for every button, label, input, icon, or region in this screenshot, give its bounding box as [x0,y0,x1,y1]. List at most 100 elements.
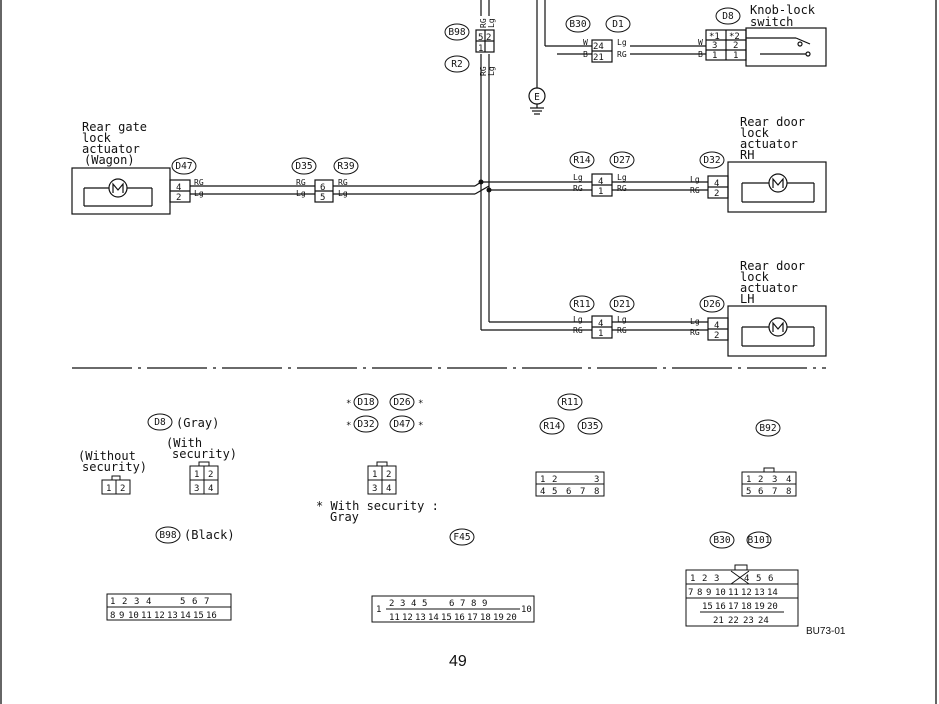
face-pin: 13 [415,613,426,623]
pin: 2 [714,331,719,341]
face-pin: 2 [758,475,763,485]
face-pin: 3 [194,484,199,494]
wire-b: B [583,50,588,59]
face-pin: 14 [180,611,191,621]
pin: 4 [598,319,603,329]
tag-d26: D26 [703,299,720,310]
tag-d27: D27 [613,155,630,166]
face-pin: 19 [754,602,765,612]
face-pin: 1 [372,470,377,480]
face-pin: 6 [768,574,773,584]
tag-d35-face: D35 [581,421,598,432]
face-pin: 1 [540,475,545,485]
face-pin: 6 [758,487,763,497]
wire-w: W [698,38,703,47]
pin: 4 [714,179,719,189]
face-pin: 5 [756,574,761,584]
f45-pin-1: 1 [376,605,381,615]
face-pin: 4 [386,484,391,494]
pin: 5 [478,33,483,43]
face-pin: 11 [728,588,739,598]
face-pin: 1 [106,484,111,494]
tag-r2: R2 [451,59,462,70]
tag-d1: D1 [612,19,624,30]
rear-door-rh-label-2: lock [740,126,770,140]
face-pin: 7 [772,487,777,497]
face-pin: 5 [180,597,185,607]
wire-rg: RG [573,184,583,193]
face-pin: 8 [471,599,476,609]
wire-lg: Lg [573,173,583,182]
face-pin: 24 [758,616,769,626]
tag-r11-face: R11 [561,397,578,408]
face-pin: 13 [754,588,765,598]
face-pin: 17 [467,613,478,623]
security-note-1: * With security : [316,499,439,513]
pin: 2 [733,41,738,51]
face-pin: 2 [389,599,394,609]
face-pin: 17 [728,602,739,612]
tag-r14-face: R14 [543,421,560,432]
pin: 1 [733,51,738,61]
wire-lg: Lg [617,173,627,182]
wire-rg: RG [338,178,348,187]
face-pin: 1 [746,475,751,485]
wire-w: W [583,38,588,47]
d8-color-label: (Gray) [176,416,219,430]
wire-lg: Lg [573,315,583,324]
face-pin: 19 [493,613,504,623]
wire-rg: RG [617,184,627,193]
tag-b98-face: B98 [159,530,176,541]
pin: 2 [176,193,181,203]
wire-lg: Lg [487,18,496,28]
face-pin: 2 [552,475,557,485]
face-pin: 15 [193,611,204,621]
asterisk-mark: * [346,399,351,409]
without-security-label-2: security) [82,460,147,474]
f45-pin-10: 10 [521,605,532,615]
face-pin: 6 [192,597,197,607]
tag-d35: D35 [295,161,312,172]
diagram-code: BU73-01 [806,626,846,637]
face-pin: 9 [482,599,487,609]
knob-lock-label-2: switch [750,15,793,29]
face-pin: 16 [206,611,217,621]
face-pin: 16 [454,613,465,623]
wire-rg: RG [617,326,627,335]
pin: *2 [729,32,740,42]
face-pin: 18 [741,602,752,612]
security-note-2: Gray [330,510,359,524]
face-pin: 20 [506,613,517,623]
face-pin: 5 [746,487,751,497]
face-pin: 3 [400,599,405,609]
face-pin: 9 [706,588,711,598]
rear-gate-label-4: (Wagon) [84,153,135,167]
face-pin: 12 [402,613,413,623]
face-pin: 11 [141,611,152,621]
face-pin: 7 [580,487,585,497]
face-pin: 13 [167,611,178,621]
tag-d32: D32 [703,155,720,166]
tag-r14: R14 [573,155,590,166]
face-pin: 12 [154,611,165,621]
face-pin: 6 [566,487,571,497]
face-pin: 7 [688,588,693,598]
tag-d8-face: D8 [154,417,166,428]
face-pin: 16 [715,602,726,612]
face-pin: 8 [786,487,791,497]
with-security-label-1: (With [166,436,202,450]
wire-lg: Lg [690,175,700,184]
face-pin: 2 [208,470,213,480]
face-pin: 5 [552,487,557,497]
tag-d8: D8 [722,11,734,22]
wire-lg: Lg [296,189,306,198]
pin: 1 [598,329,603,339]
rear-gate-label-1: Rear gate [82,120,147,134]
wire-rg: RG [690,328,700,337]
